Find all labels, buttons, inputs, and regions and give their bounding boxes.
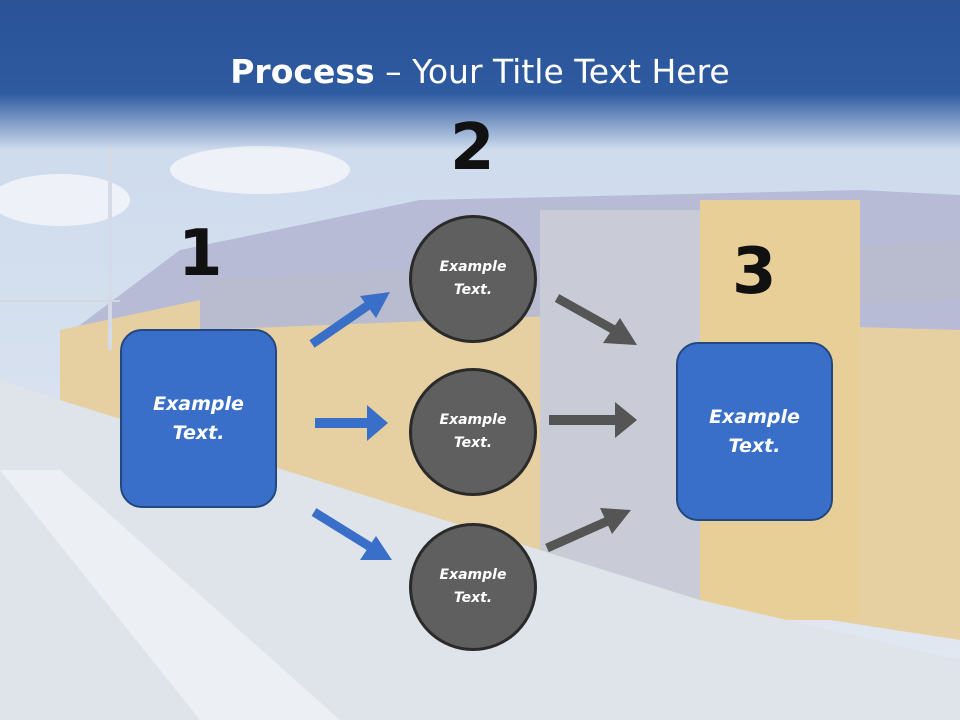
gray-arrow-up-icon: [545, 508, 631, 553]
step-2-circle-top: Example Text.: [409, 215, 537, 343]
step-number-2: 2: [450, 111, 495, 185]
slide-title: Process – Your Title Text Here: [0, 52, 960, 91]
circle-middle-line1: Example: [439, 412, 507, 428]
step-3-line1: Example: [709, 405, 800, 428]
circle-top-line1: Example: [439, 259, 507, 275]
title-rest: – Your Title Text Here: [374, 52, 730, 91]
step-number-1: 1: [178, 217, 223, 291]
step-1-line2: Text.: [172, 421, 225, 444]
step-3-line2: Text.: [728, 434, 781, 457]
title-bold: Process: [230, 52, 375, 91]
circle-bottom-line1: Example: [439, 567, 507, 583]
step-2-circle-middle: Example Text.: [409, 368, 537, 496]
step-number-3: 3: [732, 235, 777, 309]
gray-arrow-down-icon: [554, 294, 637, 345]
circle-middle-line2: Text.: [453, 435, 493, 451]
gray-arrow-right-icon: [549, 402, 637, 438]
step-1-line1: Example: [153, 392, 244, 415]
circle-top-line2: Text.: [453, 282, 493, 298]
step-1-box: Example Text.: [120, 329, 277, 508]
step-3-box: Example Text.: [676, 342, 833, 521]
blue-arrow-up-icon: [309, 292, 390, 348]
circle-bottom-line2: Text.: [453, 590, 493, 606]
step-2-circle-bottom: Example Text.: [409, 523, 537, 651]
blue-arrow-down-icon: [311, 508, 392, 560]
blue-arrow-right-icon: [315, 405, 388, 441]
